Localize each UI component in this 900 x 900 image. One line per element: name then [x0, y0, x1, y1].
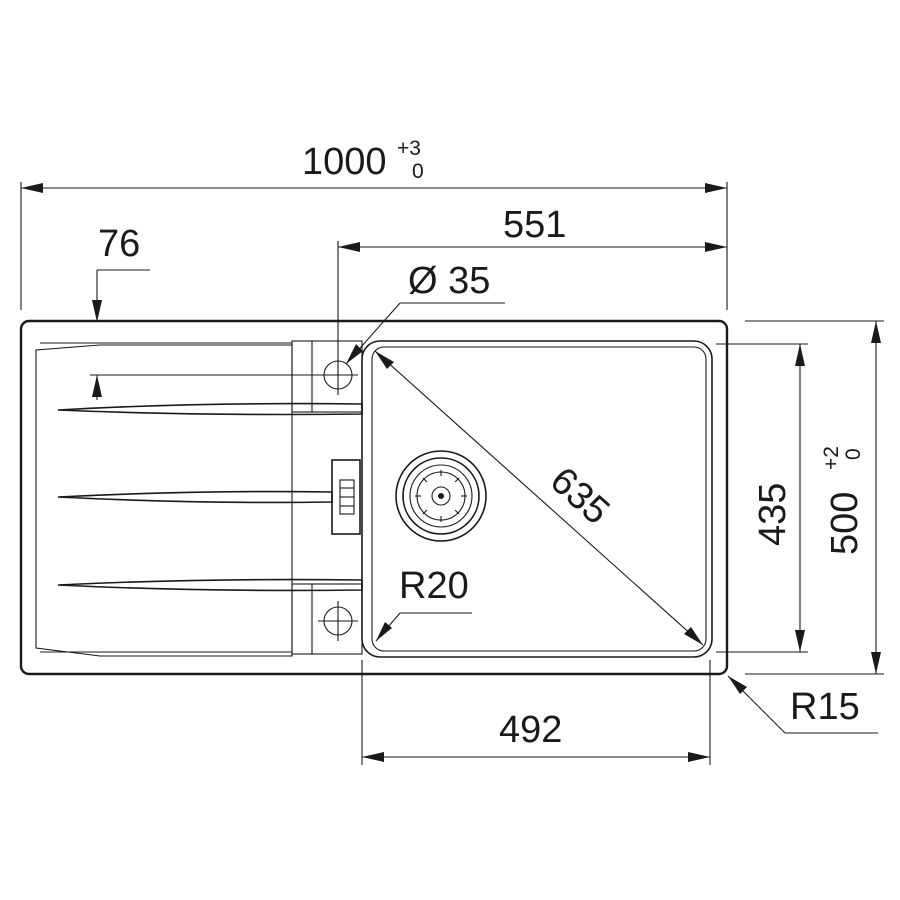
bowl-depth-label: 435 — [752, 483, 794, 546]
total-depth-label: 500 — [824, 492, 866, 555]
bowl-inner — [371, 346, 707, 652]
drainer-inner-outline — [35, 344, 293, 657]
dim-hole-offset: 76 — [90, 223, 318, 400]
total-depth-tol-upper: +2 — [820, 446, 843, 470]
bowl-outer — [361, 340, 713, 658]
dim-bowl-depth: 435 — [716, 343, 808, 653]
bowl-inner-radius-label: R20 — [399, 565, 469, 607]
hole-diameter-label: Ø 35 — [408, 260, 490, 302]
total-width-tol-lower: 0 — [412, 160, 424, 183]
dim-total-depth: 500 +2 0 — [745, 320, 884, 675]
drainer-rib-bottom — [57, 578, 363, 592]
dim-corner-radius: R15 — [727, 675, 878, 734]
hole-offset-label: 76 — [98, 223, 140, 265]
total-width-tol-upper: +3 — [397, 137, 421, 160]
total-width-label: 1000 — [302, 141, 387, 183]
bowl-to-edge-label: 551 — [503, 204, 566, 246]
overflow-slot — [331, 459, 361, 535]
total-depth-tol-lower: 0 — [842, 448, 865, 460]
tap-hole-bottom — [318, 601, 358, 641]
tap-hole-top — [318, 355, 358, 395]
waste-strainer — [395, 450, 487, 542]
dim-bowl-to-edge: 551 — [337, 204, 727, 355]
sink-outer-outline — [19, 319, 729, 676]
dim-bowl-width: 492 — [361, 660, 711, 765]
bowl-width-label: 492 — [499, 709, 562, 751]
dim-bowl-inner-radius: R20 — [375, 565, 472, 642]
bowl-diagonal-label: 635 — [542, 459, 617, 533]
dim-total-width: 1000 +3 0 — [20, 137, 728, 310]
drainer-rib-top — [57, 402, 363, 416]
drainer-rib-middle — [57, 490, 333, 504]
dim-hole-diameter: Ø 35 — [345, 260, 505, 365]
corner-radius-label: R15 — [790, 686, 860, 728]
sink-body — [19, 319, 729, 676]
